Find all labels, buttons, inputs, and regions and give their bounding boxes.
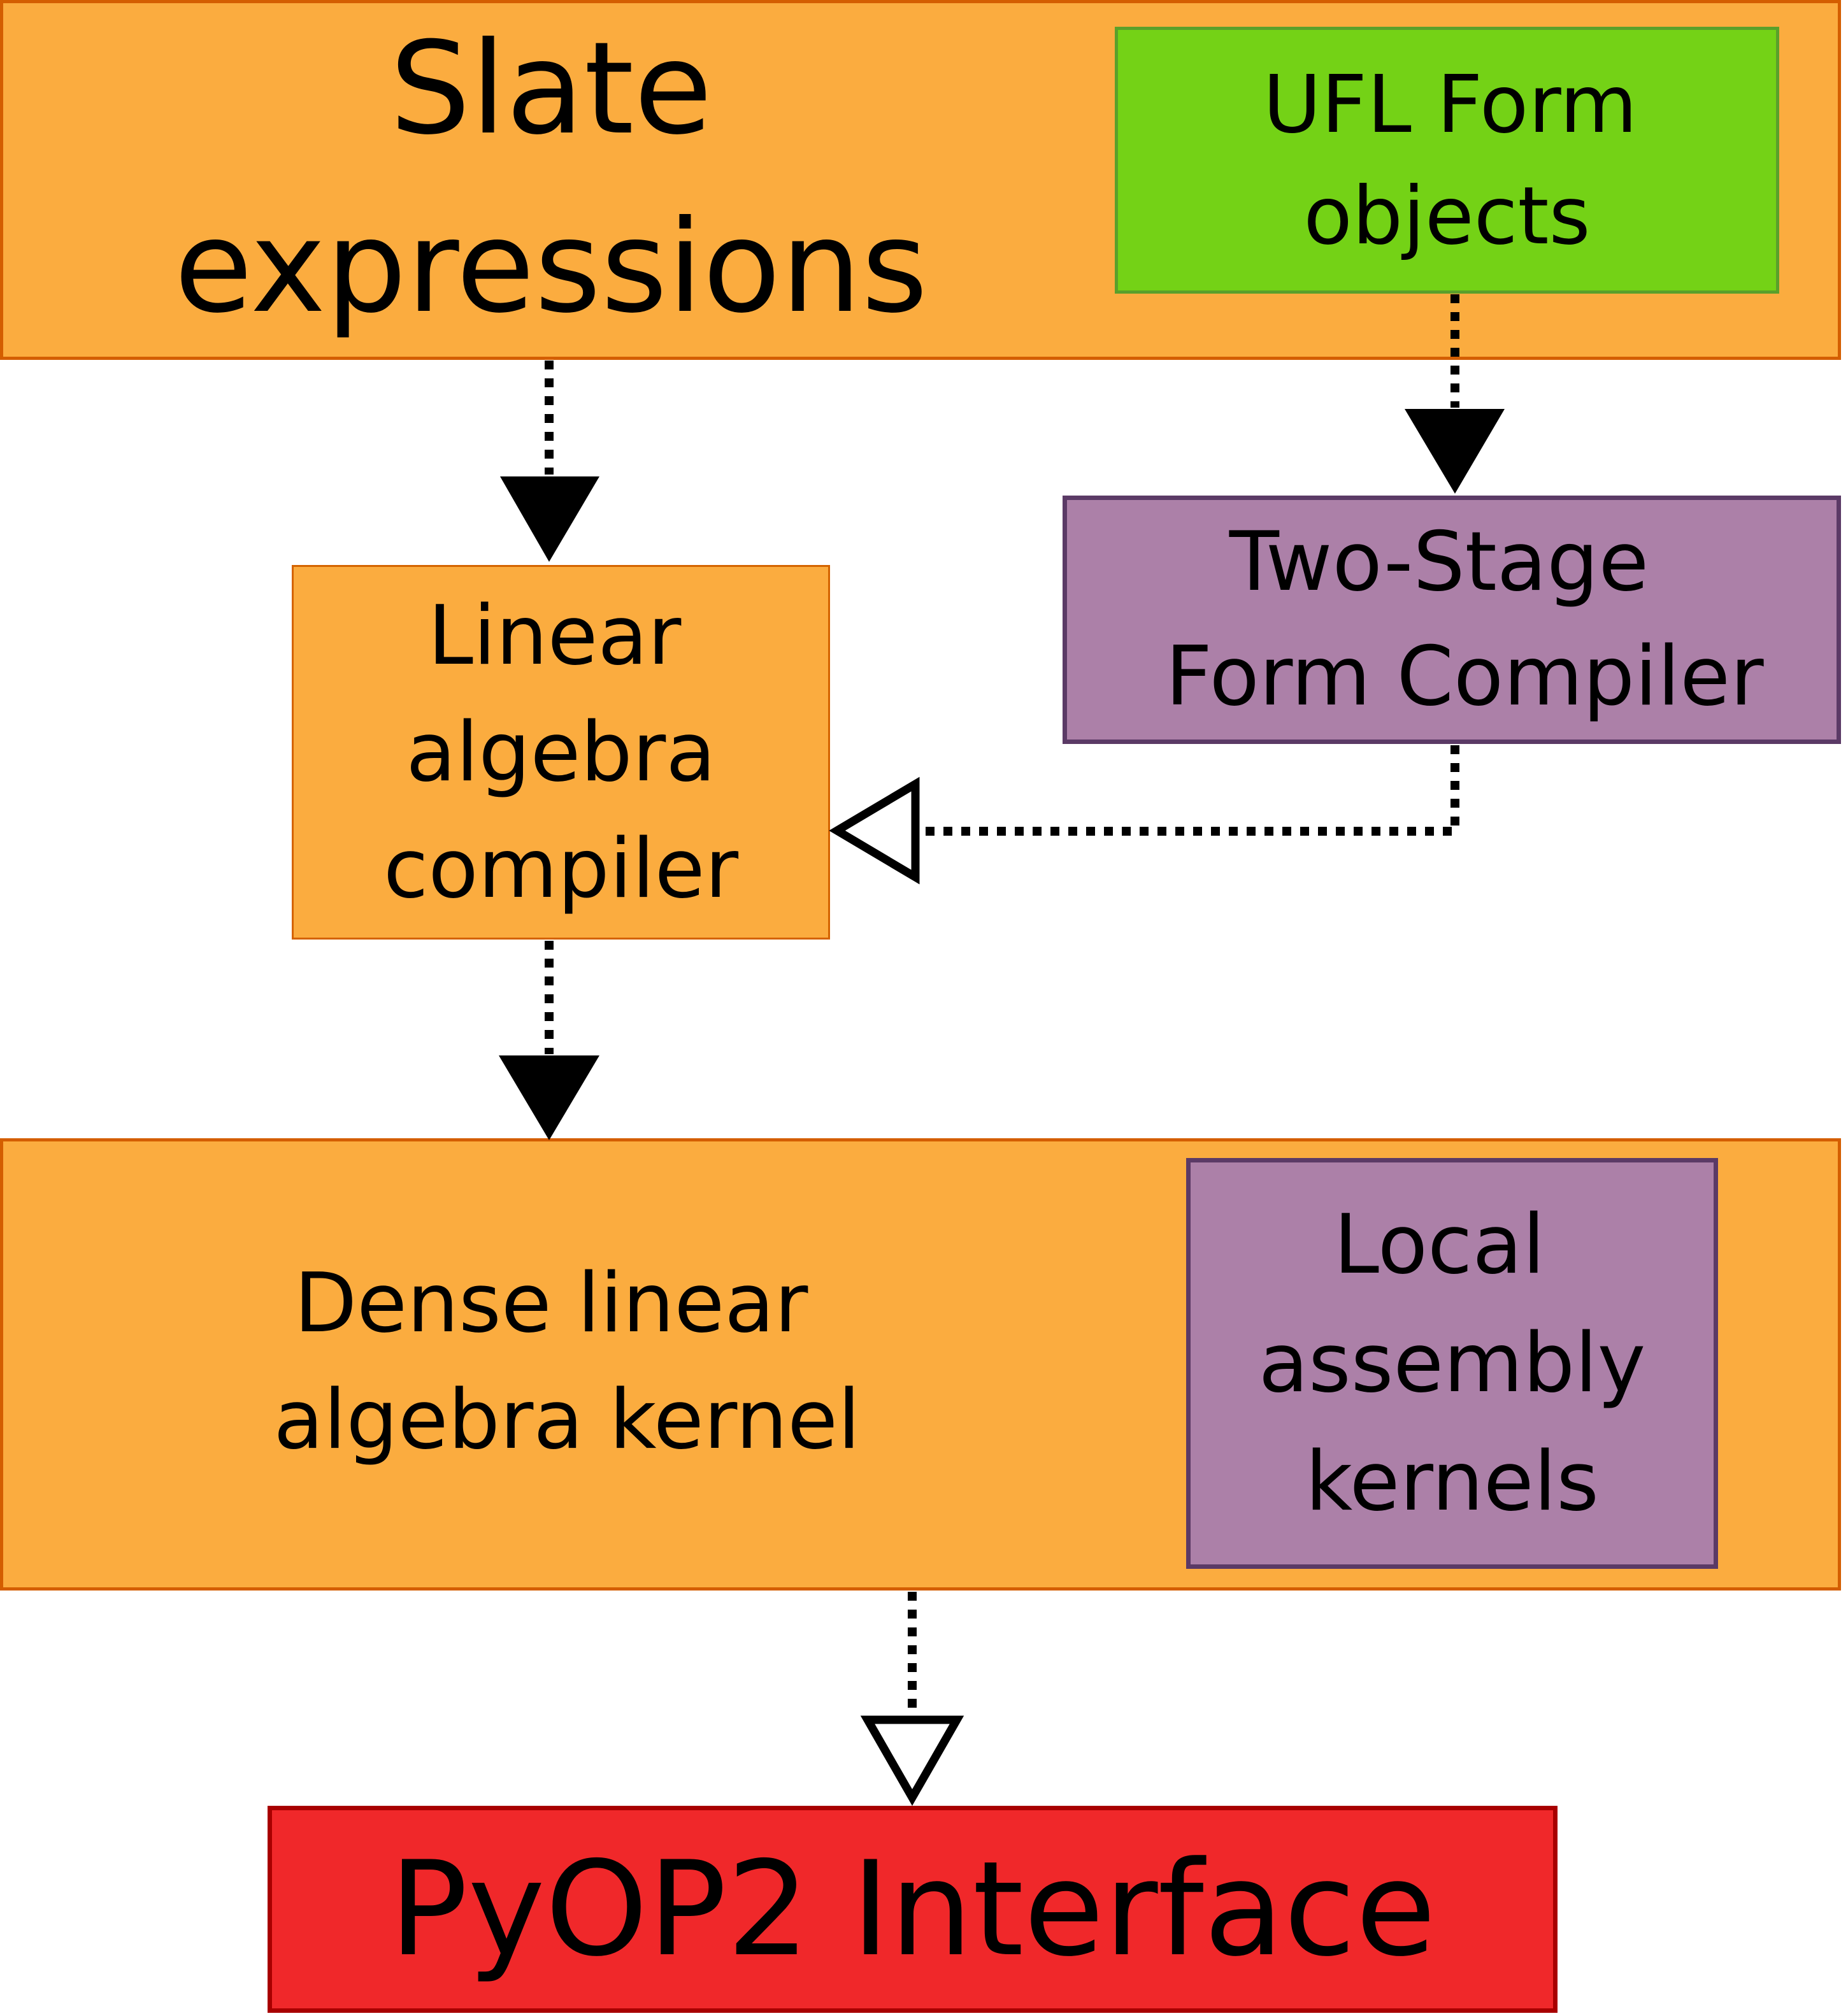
two-stage-form-compiler-line2: Form Compiler	[1165, 629, 1764, 724]
arrowhead-hollow-dense-to-pyop2	[860, 1715, 964, 1806]
ufl-form-objects-line2: objects	[1303, 169, 1591, 262]
ufl-form-objects-box: UFL Form objects	[1115, 27, 1779, 294]
local-assembly-kernels-box: Local assembly kernels	[1186, 1158, 1718, 1569]
dense-linear-algebra-kernel-line1: Dense linear	[294, 1256, 808, 1351]
local-assembly-kernels-line1: Local	[1333, 1197, 1545, 1292]
two-stage-form-compiler-box: Two-Stage Form Compiler	[1063, 496, 1841, 744]
pyop2-interface-box: PyOP2 Interface	[268, 1806, 1558, 2013]
arrowhead-filled-ufl-to-tsfc	[1405, 409, 1505, 494]
arrowhead-filled-slate-to-linalg	[500, 476, 599, 562]
slate-expressions-line1: Slate	[389, 15, 713, 163]
local-assembly-kernels-line2: assembly	[1258, 1315, 1646, 1411]
linear-algebra-compiler-line1: Linear	[427, 588, 682, 683]
linear-algebra-compiler-line3: compiler	[383, 821, 739, 917]
arrowhead-hollow-tsfc-to-linalg	[829, 776, 920, 885]
ufl-form-objects-line1: UFL Form	[1263, 58, 1638, 151]
linear-algebra-compiler-line2: algebra	[406, 704, 716, 800]
two-stage-form-compiler-line1: Two-Stage	[1229, 515, 1649, 610]
slate-expressions-line2: expressions	[174, 193, 928, 341]
arrowhead-filled-linalg-to-dense	[499, 1055, 599, 1140]
dense-linear-algebra-kernel-line2: algebra kernel	[273, 1373, 861, 1468]
pyop2-interface-label: PyOP2 Interface	[389, 1833, 1436, 1985]
edge-tsfc-to-linalg	[917, 745, 1459, 836]
local-assembly-kernels-line3: kernels	[1305, 1434, 1599, 1529]
linear-algebra-compiler-box: Linear algebra compiler	[292, 565, 830, 940]
